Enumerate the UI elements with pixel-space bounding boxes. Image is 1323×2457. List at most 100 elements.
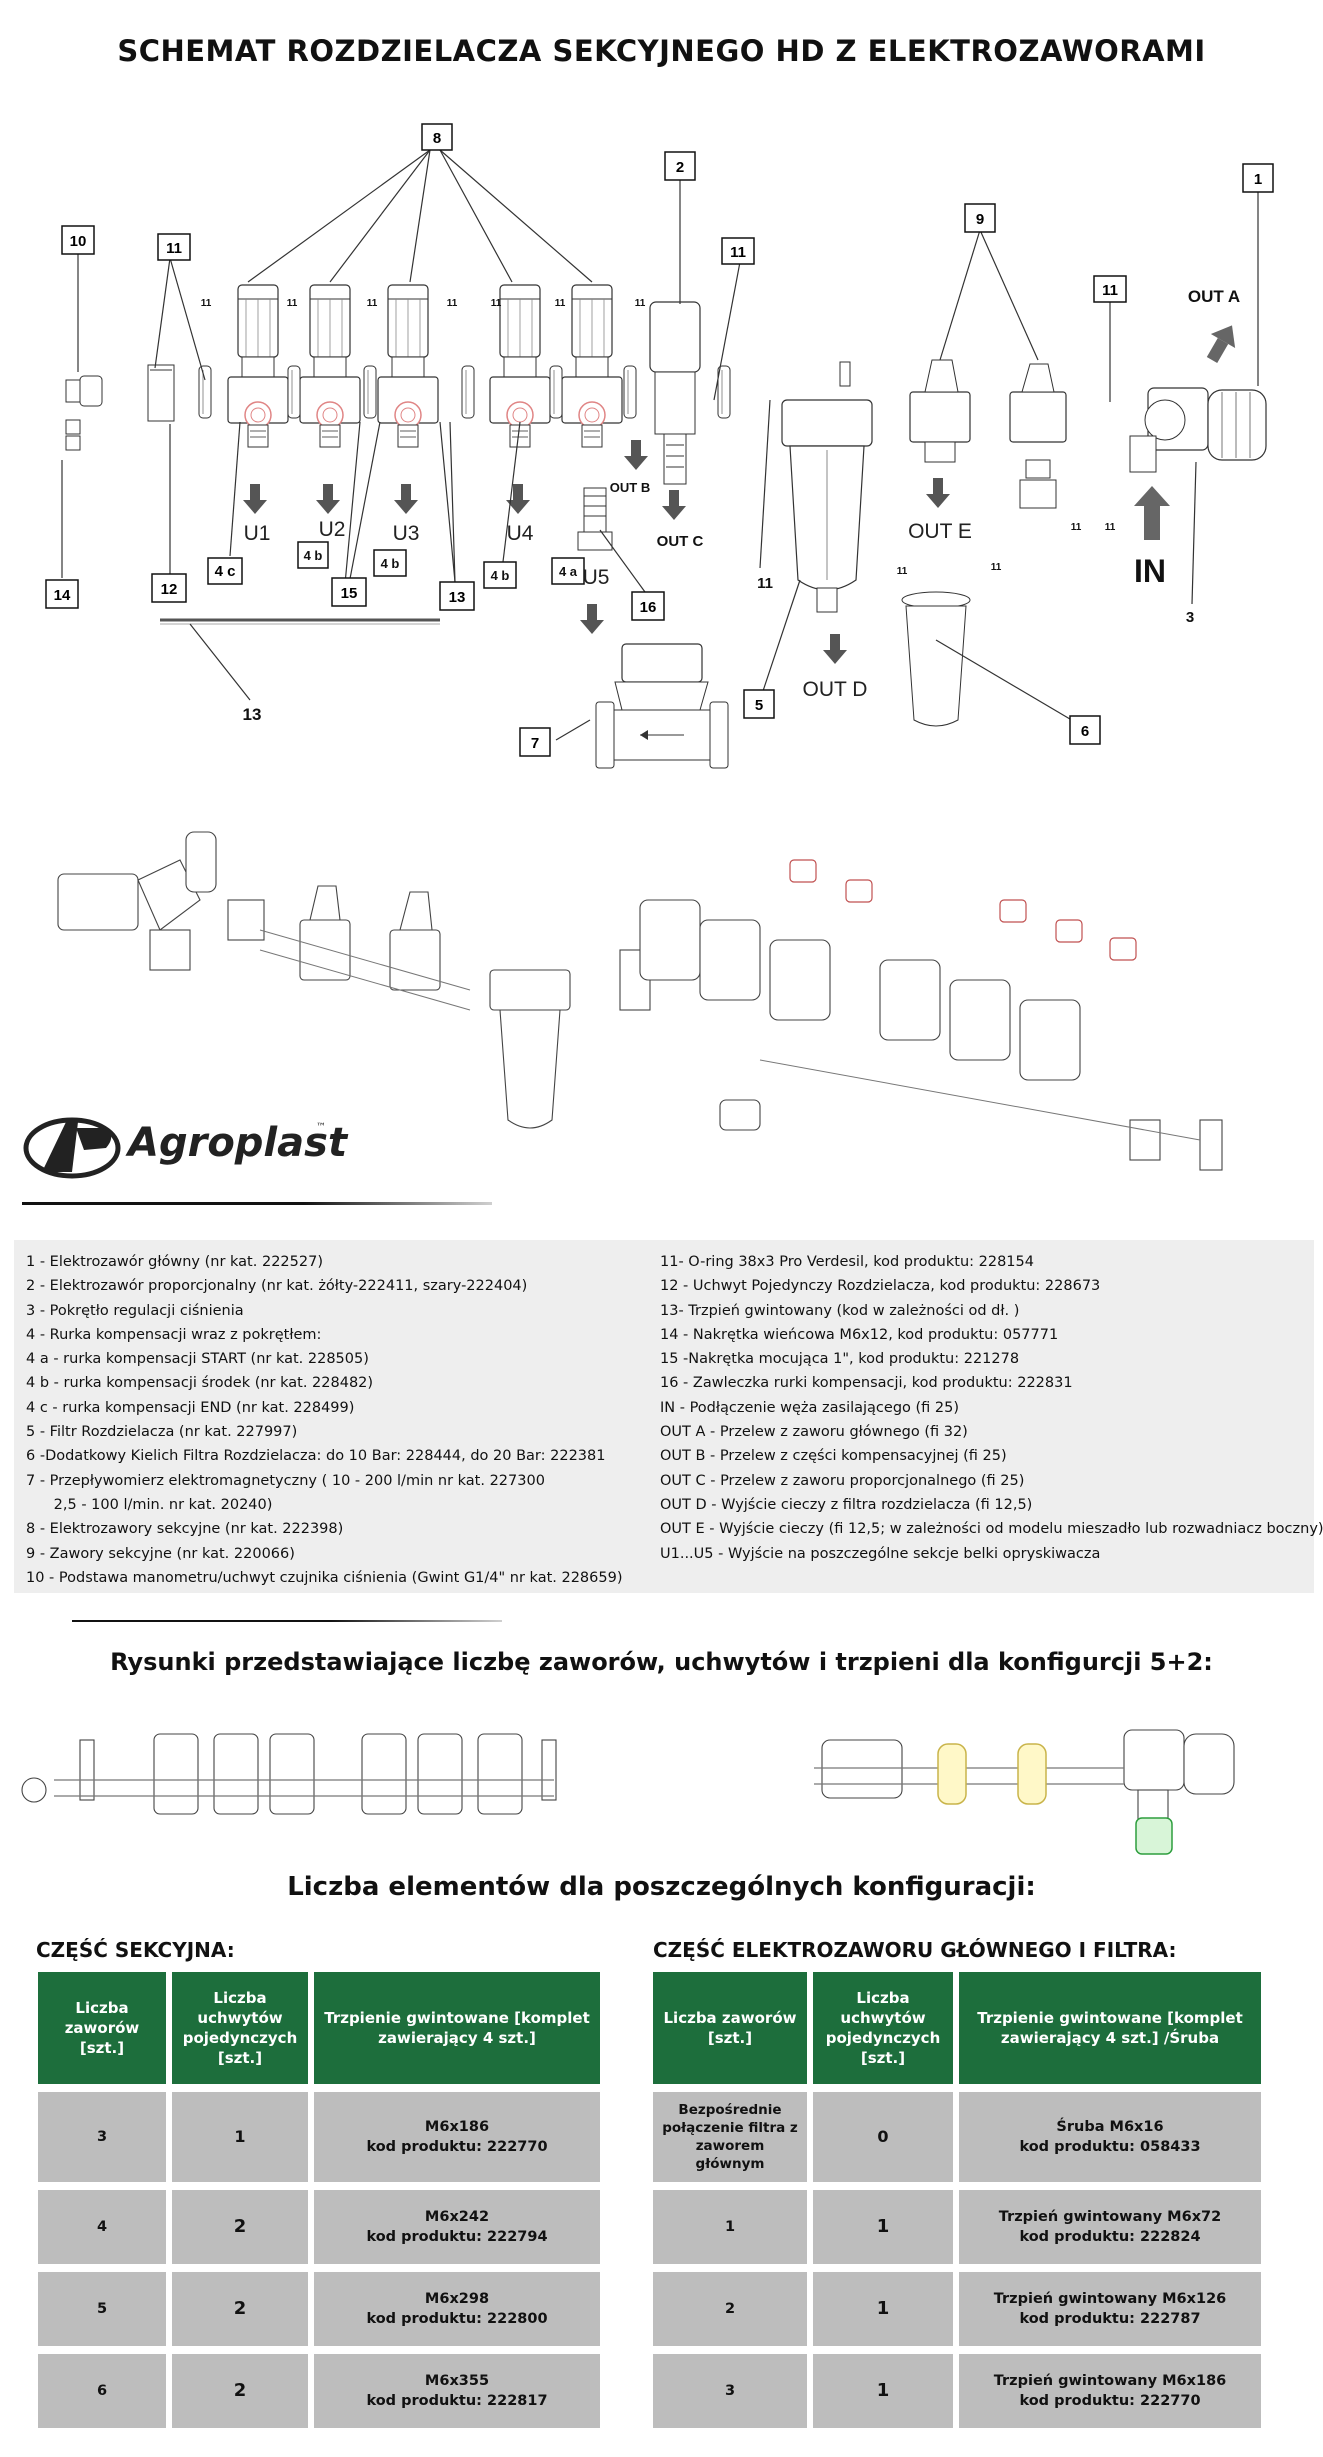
legend-item: 2,5 - 100 l/min. nr kat. 20240) [26, 1496, 273, 1513]
counts-title: Liczba elementów dla poszczególnych konf… [287, 1872, 1036, 1902]
callout-11-a: 11 [157, 233, 191, 261]
port-out-c: OUT C [657, 533, 704, 550]
callout-8: 8 [421, 123, 453, 151]
callout-13-b: 13 [243, 705, 262, 724]
legend-item: IN - Podłączenie węża zasilającego (fi 2… [660, 1399, 960, 1416]
product-code: kod produktu: 222787 [1019, 2311, 1201, 2327]
legend-item: 2 - Elektrozawór proporcjonalny (nr kat.… [26, 1278, 528, 1295]
svg-text:12: 12 [161, 581, 178, 598]
svg-text:4 b: 4 b [381, 556, 400, 571]
svg-text:11: 11 [1102, 282, 1118, 299]
agroplast-logo-icon [23, 1117, 121, 1179]
main-valve-config-table: Liczba zaworów [szt.] Liczba uchwytów po… [647, 1964, 1267, 2436]
cell-holders: 2 [172, 2190, 308, 2264]
label-11-small: 11 [1105, 522, 1116, 533]
cell-valves: 5 [38, 2272, 166, 2346]
legend-item: 12 - Uchwyt Pojedynczy Rozdzielacza, kod… [660, 1278, 1101, 1295]
callout-5: 5 [743, 689, 775, 719]
section-heading-sectional: CZĘŚĆ SEKCYJNA: [36, 1938, 235, 1962]
product-code: kod produktu: 058433 [1019, 2139, 1201, 2155]
table-row: 2 1 Trzpień gwintowany M6x126 kod produkt… [653, 2272, 1261, 2346]
proportional-valve [649, 301, 701, 485]
svg-text:10: 10 [70, 233, 87, 250]
svg-text:6: 6 [1081, 723, 1089, 740]
product-code: kod produktu: 222770 [366, 2139, 548, 2155]
callout-16: 16 [631, 591, 665, 621]
cell-valves: 4 [38, 2190, 166, 2264]
cell-valves: 6 [38, 2354, 166, 2428]
legend-item: OUT B - Przelew z części kompensacyjnej … [660, 1448, 1007, 1465]
port-u3: U3 [393, 522, 420, 545]
legend-list-left: 1 - Elektrozawór główny (nr kat. 222527)… [26, 1250, 623, 1590]
cell-holders: 1 [813, 2190, 953, 2264]
svg-text:14: 14 [54, 587, 71, 604]
legend-item: OUT C - Przelew z zaworu proporcjonalneg… [660, 1472, 1025, 1489]
product-code: kod produktu: 222794 [366, 2229, 548, 2245]
label-11-small: 11 [367, 298, 378, 309]
section-valve-3 [377, 284, 439, 448]
label-11-small: 11 [491, 298, 502, 309]
legend-list-right: 11- O-ring 38x3 Pro Verdesil, kod produk… [660, 1250, 1323, 1566]
ball-valve-2 [1009, 363, 1067, 509]
cell-holders: 1 [813, 2272, 953, 2346]
legend-item: OUT D - Wyjście cieczy z filtra rozdziel… [660, 1496, 1033, 1513]
legend-item: 11- O-ring 38x3 Pro Verdesil, kod produk… [660, 1254, 1034, 1270]
legend-item: 4 - Rurka kompensacji wraz z pokrętłem: [26, 1326, 322, 1343]
section-valve-1 [227, 284, 289, 448]
callout-4a: 4 a [551, 557, 585, 585]
legend-item: 4 b - rurka kompensacji środek (nr kat. … [26, 1375, 374, 1392]
callout-3: 3 [1186, 609, 1194, 626]
cell-valves: 2 [653, 2272, 807, 2346]
exploded-view-drawing [57, 831, 1223, 1171]
label-11-small: 11 [201, 298, 212, 309]
rod-size: Śruba M6x16 [1056, 2119, 1164, 2135]
legend-item: 4 c - rurka kompensacji END (nr kat. 228… [26, 1399, 355, 1416]
port-out-b: OUT B [610, 480, 650, 495]
port-u4: U4 [507, 522, 534, 545]
extra-filter-bowl-drawing [901, 591, 971, 727]
port-u2: U2 [319, 518, 346, 541]
cell-rods: Trzpień gwintowany M6x126 kod produktu: 2… [959, 2272, 1261, 2346]
legend-item: OUT E - Wyjście cieczy (fi 12,5; w zależ… [660, 1521, 1323, 1538]
label-11-small: 11 [447, 298, 458, 309]
column-header: Trzpienie gwintowane [komplet zawierając… [314, 1972, 600, 2084]
label-11-small: 11 [555, 298, 566, 309]
column-header: Liczba uchwytów pojedynczych [szt.] [172, 1972, 308, 2084]
column-header: Liczba uchwytów pojedynczych [szt.] [813, 1972, 953, 2084]
filter-drawing [781, 361, 873, 613]
legend-item: 6 -Dodatkowy Kielich Filtra Rozdzielacza… [26, 1448, 606, 1465]
port-u5: U5 [583, 566, 610, 589]
rod-size: Trzpień gwintowany M6x126 [993, 2291, 1227, 2307]
callout-6: 6 [1069, 715, 1101, 745]
trademark: ™ [316, 1122, 326, 1133]
product-code: kod produktu: 222817 [366, 2393, 548, 2409]
rod-size: M6x242 [424, 2209, 490, 2225]
callout-11-b: 11 [721, 237, 755, 265]
config-drawings-title: Rysunki przedstawiające liczbę zaworów, … [110, 1648, 1213, 1676]
svg-text:4 c: 4 c [215, 563, 236, 580]
callout-11-c: 11 [1093, 275, 1127, 303]
column-header: Trzpienie gwintowane [komplet zawierając… [959, 1972, 1261, 2084]
legend-item: 5 - Filtr Rozdzielacza (nr kat. 227997) [26, 1424, 298, 1441]
cell-rods: Śruba M6x16 kod produktu: 058433 [959, 2092, 1261, 2182]
divider [22, 1202, 492, 1205]
callout-4b-c: 4 b [483, 561, 517, 589]
svg-text:2: 2 [676, 159, 684, 176]
callout-4b-b: 4 b [373, 549, 407, 577]
svg-text:16: 16 [640, 599, 657, 616]
cell-rods: M6x186 kod produktu: 222770 [314, 2092, 600, 2182]
callout-1: 1 [1242, 163, 1274, 193]
callout-15: 15 [331, 577, 367, 607]
threaded-rod-drawing [160, 618, 440, 625]
compensation-tube-drawing [577, 487, 613, 551]
callout-4b-a: 4 b [297, 541, 329, 569]
svg-text:4 a: 4 a [559, 564, 578, 579]
rod-size: M6x186 [424, 2119, 490, 2135]
